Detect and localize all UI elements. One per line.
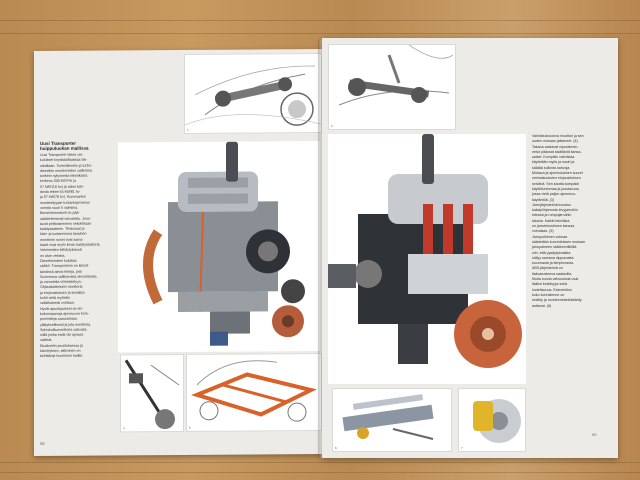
figure-label: 1 (187, 127, 189, 132)
article-body-left: Uusi Transporter tekee vie- kulukset koy… (40, 152, 101, 359)
chassis-frame-illustration: 5 (186, 352, 322, 432)
figure-label: 7 (461, 446, 463, 450)
wood-grain (0, 33, 640, 34)
engine-drawing (143, 141, 305, 346)
front-axle-drawing (338, 45, 454, 106)
front-axle-illustration: 2 (328, 44, 456, 130)
left-page: Uusi Transporter huippuluokan mallissa U… (34, 48, 322, 457)
rear-axle-illustration: 1 (184, 52, 322, 134)
article-body-right: Valmistusvuonna moottori ja sen uuden mu… (532, 134, 585, 308)
figure-label: 4 (123, 426, 125, 431)
wood-grain (0, 462, 640, 463)
chassis-frame-drawing (191, 360, 317, 422)
book-spine (318, 40, 324, 458)
engine-cutaway-illustration (328, 134, 526, 384)
figure-label: 2 (331, 124, 333, 128)
page-number-left: 58 (40, 440, 45, 446)
brake-disc-drawing (473, 399, 521, 443)
page-number-right: 59 (592, 432, 597, 437)
figure-label: 5 (189, 425, 191, 430)
brake-disc-illustration: 7 (458, 388, 526, 452)
exhaust-drawing (342, 394, 434, 440)
article-heading: Uusi Transporter huippuluokan mallissa (40, 140, 89, 151)
wood-grain (0, 472, 640, 473)
engine-cutaway-drawing (328, 134, 522, 368)
steering-drawing (124, 359, 180, 430)
wood-grain (0, 20, 640, 21)
engine-illustration-left (118, 141, 320, 353)
exhaust-illustration: 6 (332, 388, 452, 452)
rear-axle-drawing (185, 65, 321, 126)
steering-illustration: 4 (120, 353, 184, 433)
figure-label: 6 (335, 446, 337, 450)
right-page: 2 Valmistusvuonna moottori ja sen uuden … (322, 38, 618, 458)
